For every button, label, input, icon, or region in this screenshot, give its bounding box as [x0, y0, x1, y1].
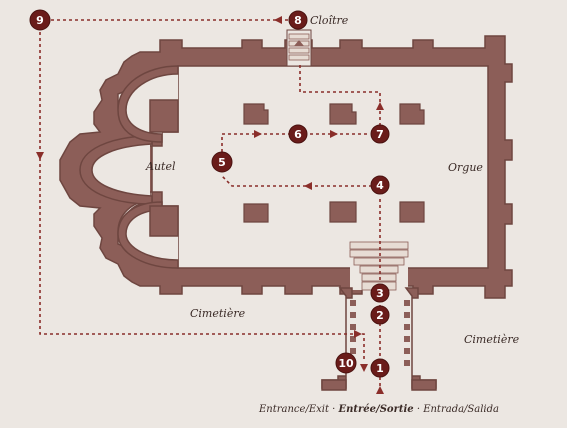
svg-text:5: 5 — [218, 156, 226, 169]
svg-text:10: 10 — [338, 357, 354, 370]
marker-8[interactable]: 8 — [288, 10, 308, 30]
north-pier-block — [149, 99, 179, 133]
organ-label: Orgue — [448, 161, 483, 174]
marker-3[interactable]: 3 — [370, 283, 390, 303]
svg-text:3: 3 — [376, 287, 384, 300]
north-chapel-wall — [117, 65, 179, 143]
south-chapel-wall — [117, 201, 179, 269]
svg-text:2: 2 — [376, 309, 384, 322]
svg-text:7: 7 — [376, 128, 384, 141]
svg-text:6: 6 — [294, 128, 302, 141]
marker-6[interactable]: 6 — [288, 124, 308, 144]
pillar — [243, 103, 269, 125]
marker-7[interactable]: 7 — [370, 124, 390, 144]
marker-2[interactable]: 2 — [370, 305, 390, 325]
entrance-stairs — [321, 240, 437, 391]
cloister-label: Cloître — [310, 14, 349, 27]
svg-text:1: 1 — [376, 362, 384, 375]
caption-english: Entrance/Exit — [258, 404, 330, 415]
svg-text:8: 8 — [294, 14, 302, 27]
cemetery-right-label: Cimetière — [464, 333, 520, 346]
pillar — [243, 203, 269, 223]
route-markers: 1 2 3 4 5 6 7 8 9 10 — [29, 9, 390, 378]
marker-9[interactable]: 9 — [29, 9, 51, 31]
south-pier-block — [149, 205, 179, 237]
svg-text:9: 9 — [36, 14, 44, 27]
caption-spanish: Entrada/Salida — [422, 404, 499, 415]
pillar — [329, 103, 357, 125]
visitor-route — [36, 16, 384, 394]
entrance-caption: Entrance/Exit · Entrée/Sortie · Entrada/… — [258, 404, 499, 415]
cloister-stairs — [286, 29, 312, 67]
altar-label: Autel — [145, 160, 176, 173]
pillar — [329, 201, 357, 223]
cemetery-left-label: Cimetière — [190, 307, 246, 320]
church-walls — [59, 35, 513, 299]
pillar — [399, 201, 425, 223]
marker-4[interactable]: 4 — [370, 175, 390, 195]
marker-5[interactable]: 5 — [211, 151, 233, 173]
nave-pillars — [243, 103, 425, 223]
marker-1[interactable]: 1 — [370, 358, 390, 378]
marker-10[interactable]: 10 — [335, 352, 357, 374]
caption-french: Entrée/Sortie — [338, 404, 414, 415]
pillar — [399, 103, 425, 125]
svg-text:4: 4 — [376, 179, 384, 192]
